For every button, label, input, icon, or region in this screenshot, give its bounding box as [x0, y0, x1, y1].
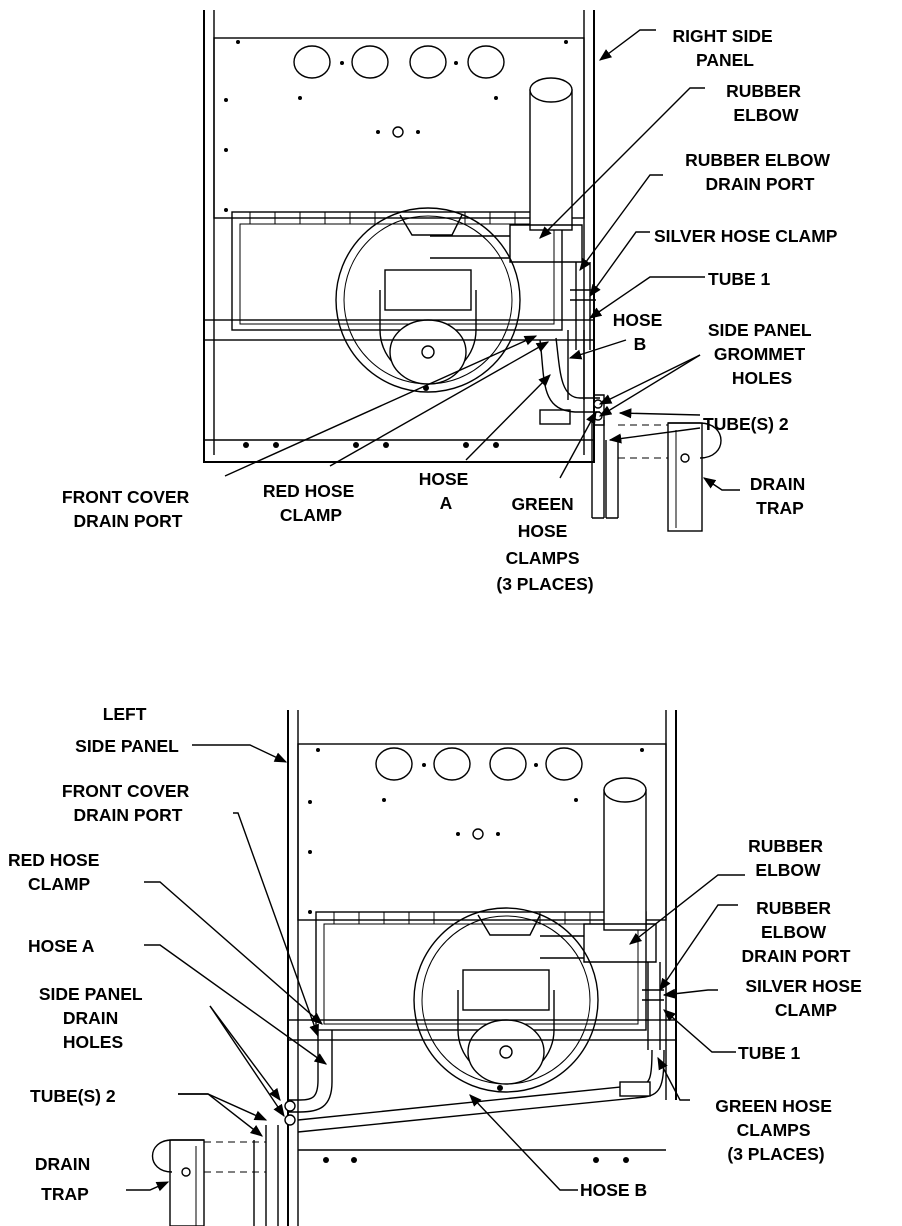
- label-front-cover-drain-port-top: FRONT COVER DRAIN PORT: [62, 487, 194, 531]
- label-green-hose-clamps-top: GREEN HOSE CLAMPS (3 PLACES): [496, 494, 593, 594]
- label-red-hose-clamp-top: RED HOSE CLAMP: [263, 481, 359, 525]
- label-drain-trap-top: DRAIN TRAP: [750, 474, 810, 518]
- label-left-side-panel: LEFT SIDE PANEL: [75, 704, 179, 756]
- label-hose-a-top: HOSE A: [419, 469, 473, 513]
- bottom-view-drawing: [151, 710, 677, 1226]
- label-silver-hose-clamp-bottom: SILVER HOSE CLAMP: [745, 976, 866, 1020]
- label-tubes-2: TUBE(S) 2: [703, 414, 789, 434]
- bottom-leader-lines: [126, 744, 745, 1192]
- label-rubber-elbow-drain-port-bottom: RUBBER ELBOW DRAIN PORT: [742, 898, 851, 966]
- label-silver-hose-clamp: SILVER HOSE CLAMP: [654, 226, 838, 246]
- label-green-hose-clamps-bottom: GREEN HOSE CLAMPS (3 PLACES): [715, 1096, 837, 1164]
- label-hose-a-bottom: HOSE A: [28, 936, 95, 956]
- label-side-panel-grommet-holes: SIDE PANEL GROMMET HOLES: [708, 320, 816, 388]
- label-hose-b-bottom: HOSE B: [580, 1180, 647, 1200]
- top-leader-lines: [224, 29, 740, 491]
- label-side-panel-drain-holes: SIDE PANEL DRAIN HOLES: [39, 984, 147, 1052]
- label-rubber-elbow-bottom: RUBBER ELBOW: [748, 836, 828, 880]
- label-tube-1-bottom: TUBE 1: [738, 1043, 801, 1063]
- label-right-side-panel: RIGHT SIDE PANEL: [672, 26, 777, 70]
- label-drain-trap-bottom: DRAIN TRAP: [35, 1154, 95, 1204]
- label-rubber-elbow: RUBBER ELBOW: [726, 81, 806, 125]
- label-rubber-elbow-drain-port: RUBBER ELBOW DRAIN PORT: [685, 150, 835, 194]
- top-view-drawing: [203, 10, 722, 532]
- label-tube-1: TUBE 1: [708, 269, 771, 289]
- label-red-hose-clamp-bottom: RED HOSE CLAMP: [8, 850, 104, 894]
- label-hose-b: HOSE B: [613, 310, 667, 354]
- label-tubes-2-bottom: TUBE(S) 2: [30, 1086, 116, 1106]
- label-front-cover-drain-port-bottom: FRONT COVER DRAIN PORT: [62, 781, 194, 825]
